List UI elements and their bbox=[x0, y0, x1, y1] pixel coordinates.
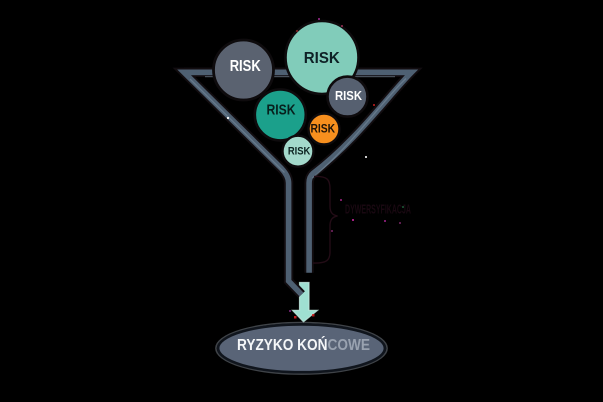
svg-text:DYWERSYFIKACJA: DYWERSYFIKACJA bbox=[345, 202, 411, 217]
svg-text:RISK: RISK bbox=[267, 103, 296, 119]
svg-text:RISK: RISK bbox=[335, 89, 363, 103]
svg-text:RYZYKO KOŃCOWE: RYZYKO KOŃCOWE bbox=[237, 337, 370, 354]
svg-text:RISK: RISK bbox=[304, 50, 341, 67]
svg-text:RISK: RISK bbox=[230, 58, 261, 75]
svg-text:RISK: RISK bbox=[288, 145, 311, 157]
svg-text:RISK: RISK bbox=[311, 121, 336, 135]
